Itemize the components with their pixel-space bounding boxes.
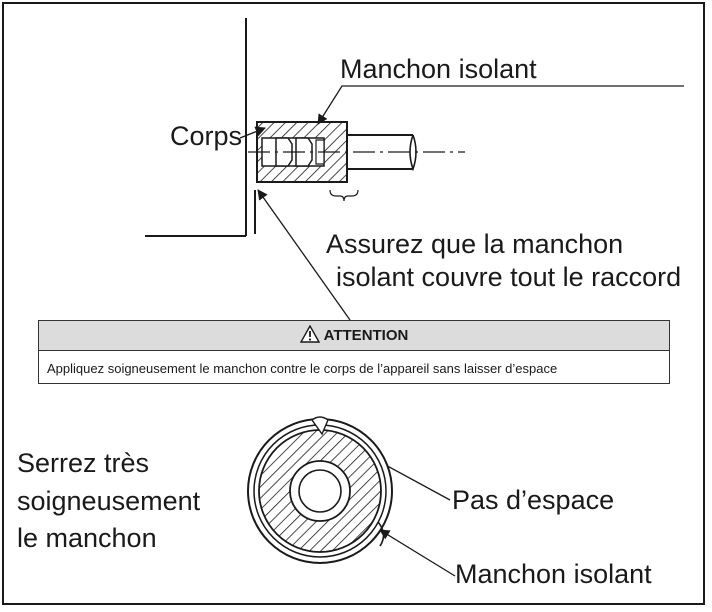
label-sleeve-bottom: Manchon isolant	[455, 559, 652, 589]
diagram-frame	[2, 2, 705, 605]
warning-text: Appliquez soigneusement le manchon contr…	[47, 360, 558, 376]
label-sleeve-top: Manchon isolant	[340, 54, 537, 84]
warning-header: ATTENTION	[39, 321, 669, 351]
label-body: Corps	[170, 121, 243, 151]
sleeve-cross-section	[247, 416, 393, 564]
label-ensure-line2: isolant couvre tout le raccord	[336, 262, 682, 292]
label-tighten-line1: Serrez très	[17, 448, 150, 478]
label-tighten-line3: le manchon	[17, 523, 157, 553]
label-ensure-line1: Assurez que la manchon	[326, 229, 624, 259]
warning-box: ATTENTION Appliquez soigneusement le man…	[38, 320, 670, 384]
label-no-gap: Pas d’espace	[452, 485, 615, 515]
warning-triangle-icon	[299, 324, 320, 347]
pipe	[248, 134, 465, 202]
unit-body-wall	[145, 18, 256, 237]
warning-title: ATTENTION	[323, 327, 409, 344]
label-tighten-line2: soigneusement	[17, 486, 201, 516]
